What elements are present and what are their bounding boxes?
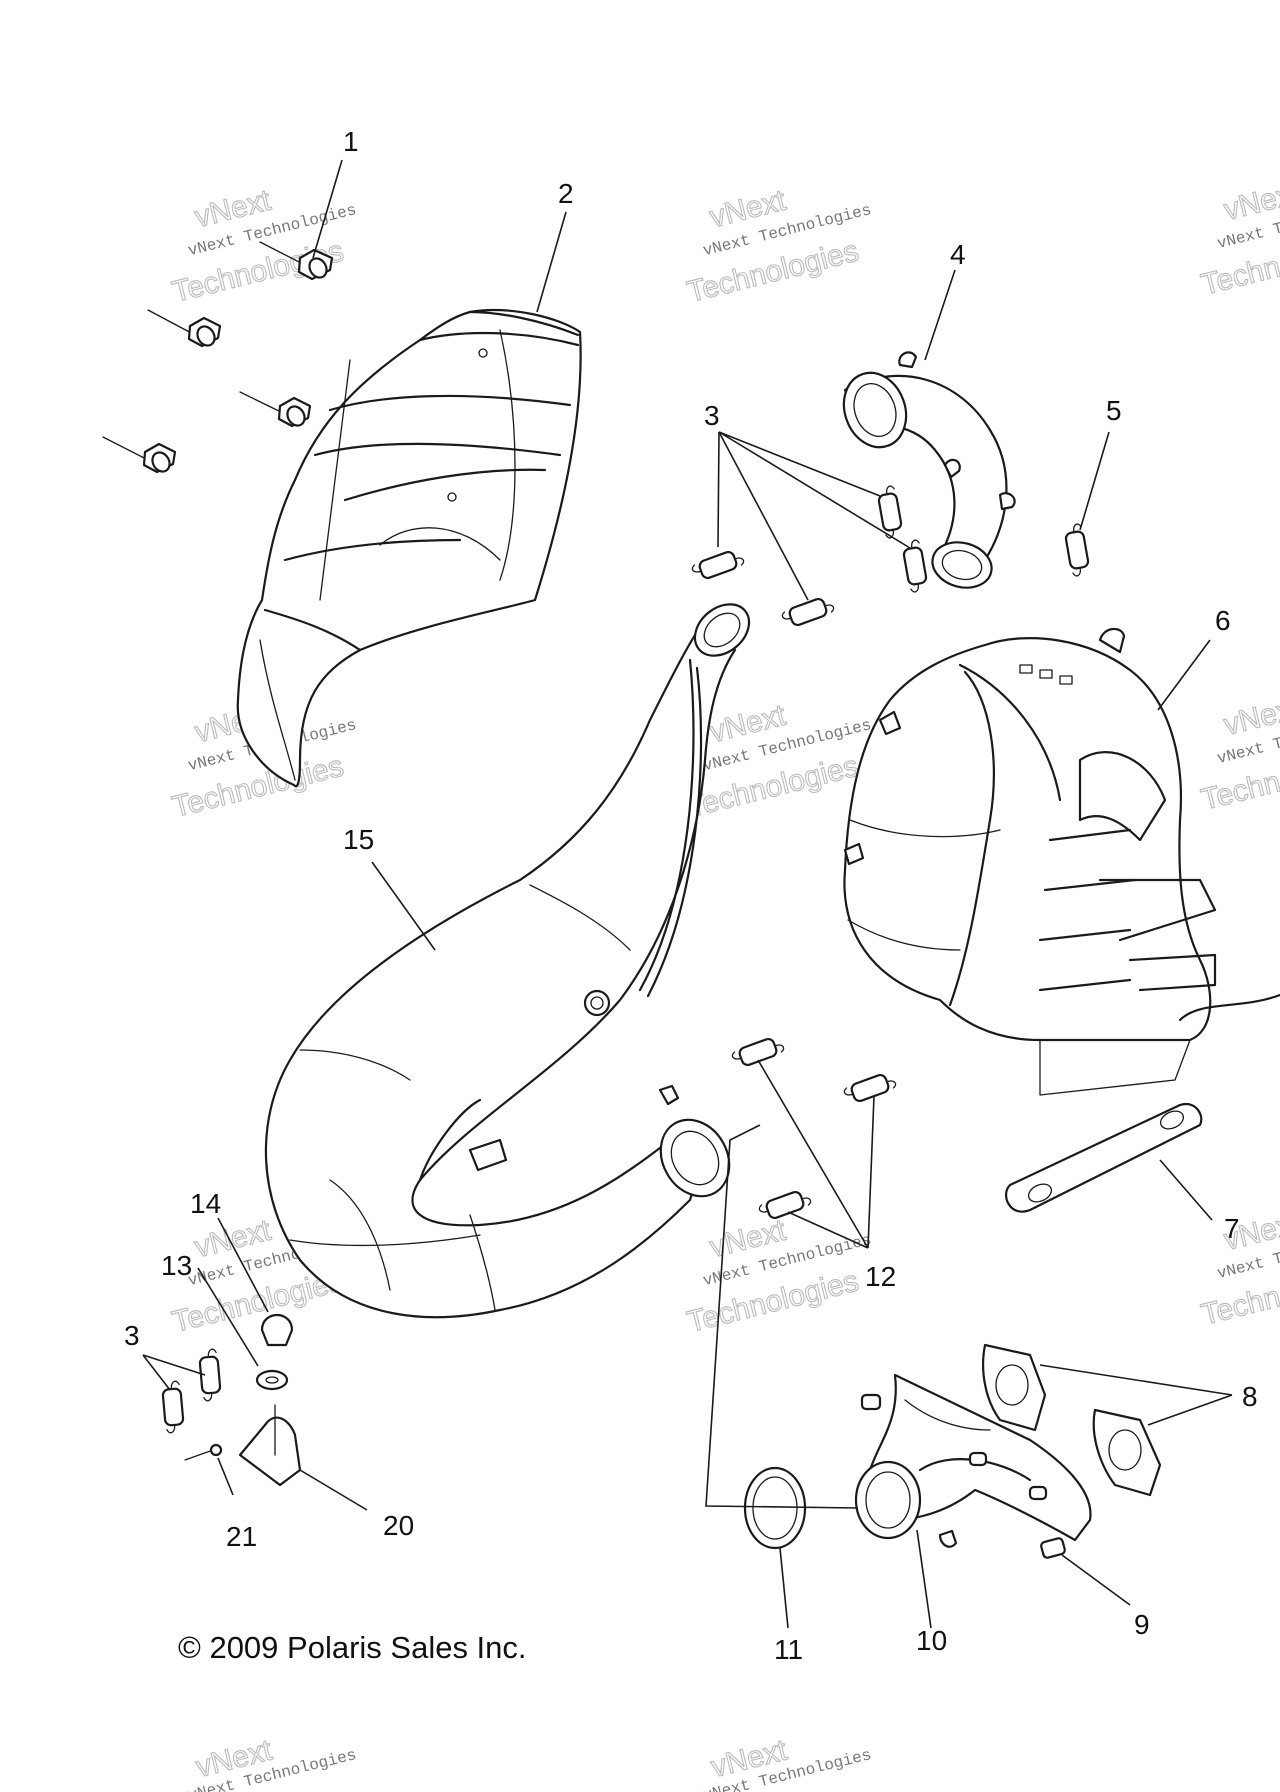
rivet <box>259 241 334 281</box>
gasket <box>1092 1408 1162 1497</box>
exhaust-manifold <box>854 1373 1092 1548</box>
rivet-set <box>102 241 334 474</box>
gasket-set <box>982 1343 1162 1497</box>
callout-14: 14 <box>190 1188 221 1219</box>
callout-5: 5 <box>1106 395 1122 426</box>
callout-10: 10 <box>916 1625 947 1656</box>
muffler <box>843 627 1280 1096</box>
rivet <box>147 309 222 348</box>
callout-8: 8 <box>1242 1381 1258 1412</box>
callout-13: 13 <box>161 1250 192 1281</box>
callout-12: 12 <box>865 1261 896 1292</box>
grommet <box>260 1314 294 1347</box>
callout-20: 20 <box>383 1510 414 1541</box>
screw <box>184 1443 223 1461</box>
spring <box>161 1380 185 1434</box>
spring <box>731 1037 785 1067</box>
gasket-ring <box>743 1466 807 1550</box>
callout-15: 15 <box>343 824 374 855</box>
leader-lines <box>142 159 1233 1629</box>
spring-set <box>161 485 1090 1434</box>
callout-7: 7 <box>1224 1213 1240 1244</box>
callout-3-lower: 3 <box>124 1320 140 1351</box>
callout-labels: 1 2 3 4 5 6 7 8 9 10 11 12 13 14 15 3 20… <box>124 126 1258 1665</box>
spring <box>902 539 928 593</box>
expansion-chamber <box>264 603 751 1319</box>
spring <box>877 485 903 539</box>
heat-shield <box>236 308 582 788</box>
spring <box>198 1348 222 1402</box>
callout-4: 4 <box>950 239 966 270</box>
mount-bracket <box>238 1404 302 1487</box>
callout-21: 21 <box>226 1521 257 1552</box>
watermark-vnext: vNext <box>1221 176 1280 227</box>
gasket <box>982 1343 1047 1432</box>
spring <box>843 1073 897 1103</box>
callout-1: 1 <box>343 126 359 157</box>
manifold-bolt <box>968 1451 988 1467</box>
spring <box>758 1190 812 1220</box>
rivet <box>239 391 312 428</box>
callout-3: 3 <box>704 400 720 431</box>
spring <box>691 550 745 580</box>
callout-2: 2 <box>558 178 574 209</box>
callout-11: 11 <box>774 1634 803 1665</box>
exhaust-elbow <box>842 351 1016 589</box>
manifold-bolt <box>1028 1485 1048 1501</box>
callout-6: 6 <box>1215 605 1231 636</box>
bolt <box>1040 1537 1066 1559</box>
manifold-bolt <box>860 1393 882 1411</box>
rivet <box>102 436 177 474</box>
washer <box>255 1369 289 1391</box>
copyright-text: © 2009 Polaris Sales Inc. <box>178 1630 527 1665</box>
spring <box>781 597 835 627</box>
callout-9: 9 <box>1134 1609 1150 1640</box>
watermark-vnext: vNext <box>1221 691 1280 742</box>
spring <box>1064 523 1090 577</box>
bracket-plate <box>1005 1102 1203 1213</box>
